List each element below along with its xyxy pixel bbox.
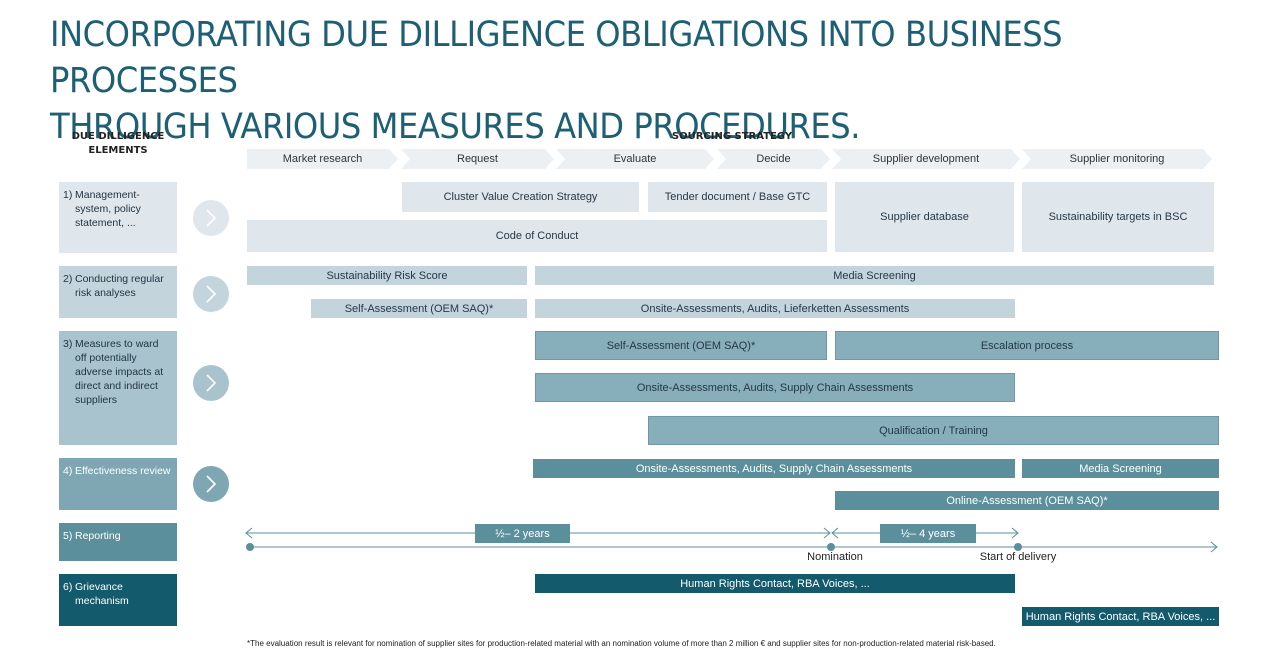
nomination-label: Nomination: [807, 551, 863, 563]
element-effectiveness-review: 4) Effectiveness review: [59, 458, 177, 510]
element-number: 2): [63, 273, 73, 285]
element-label: Measures to ward off potentially adverse…: [75, 338, 164, 406]
code-of-conduct-bar: Code of Conduct: [247, 220, 827, 252]
chevron-right-icon: [193, 200, 229, 236]
element-number: 6): [63, 581, 73, 593]
page-title: INCORPORATING DUE DILLIGENCE OBLIGATIONS…: [50, 12, 1154, 150]
phase-request: Request: [401, 149, 554, 169]
span-half-to-four-years: ½– 4 years: [880, 524, 976, 543]
element-label: Reporting: [75, 530, 121, 542]
escalation-process-bar: Escalation process: [835, 331, 1219, 360]
online-assessment-bar: Online-Assessment (OEM SAQ)*: [835, 491, 1219, 510]
tender-document-bar: Tender document / Base GTC: [648, 182, 827, 212]
sustainability-targets-bar: Sustainability targets in BSC: [1022, 182, 1214, 252]
chevron-right-icon: [193, 276, 229, 312]
sourcing-strategy-header: SOURCING STRATEGY: [671, 131, 793, 142]
onsite-assessments-bar: Onsite-Assessments, Audits, Supply Chain…: [533, 459, 1015, 478]
element-management-system: 1) Management- system, policy statement,…: [59, 182, 177, 253]
elements-header-line-2: ELEMENTS: [88, 145, 148, 156]
media-screening-bar: Media Screening: [535, 266, 1214, 285]
qualification-training-bar: Qualification / Training: [648, 416, 1219, 445]
self-assessment-bar: Self-Assessment (OEM SAQ)*: [311, 299, 527, 318]
elements-header: DUE DILLIGENCE ELEMENTS: [59, 130, 177, 158]
element-number: 3): [63, 338, 73, 350]
supplier-database-bar: Supplier database: [835, 182, 1014, 252]
element-label: Effectiveness review: [75, 465, 171, 477]
chevron-right-icon: [193, 365, 229, 401]
phase-supplier-development: Supplier development: [832, 149, 1020, 169]
element-reporting: 5) Reporting: [59, 523, 177, 561]
self-assessment-bar: Self-Assessment (OEM SAQ)*: [535, 331, 827, 360]
element-risk-analyses: 2) Conducting regular risk analyses: [59, 266, 177, 318]
phase-supplier-monitoring: Supplier monitoring: [1022, 149, 1212, 169]
human-rights-contact-bar: Human Rights Contact, RBA Voices, ...: [535, 574, 1015, 593]
element-grievance-mechanism: 6) Grievance mechanism: [59, 574, 177, 626]
human-rights-contact-bar: Human Rights Contact, RBA Voices, ...: [1022, 607, 1219, 626]
title-line-1: INCORPORATING DUE DILLIGENCE OBLIGATIONS…: [50, 15, 1063, 101]
phase-evaluate: Evaluate: [556, 149, 714, 169]
media-screening-bar: Media Screening: [1022, 459, 1219, 478]
onsite-assessments-bar: Onsite-Assessments, Audits, Lieferketten…: [535, 299, 1015, 318]
onsite-assessments-bar: Onsite-Assessments, Audits, Supply Chain…: [535, 373, 1015, 402]
span-half-to-two-years: ½– 2 years: [475, 524, 570, 543]
cluster-value-creation-bar: Cluster Value Creation Strategy: [402, 182, 639, 212]
start-of-delivery-label: Start of delivery: [979, 551, 1057, 563]
footnote: *The evaluation result is relevant for n…: [247, 639, 996, 648]
element-label: Grievance mechanism: [75, 581, 129, 607]
element-label: Management- system, policy statement, ..…: [75, 189, 141, 229]
element-measures: 3) Measures to ward off potentially adve…: [59, 331, 177, 445]
element-label: Conducting regular risk analyses: [75, 273, 164, 299]
element-number: 5): [63, 530, 73, 542]
element-number: 1): [63, 189, 73, 201]
sustainability-risk-score-bar: Sustainability Risk Score: [247, 266, 527, 285]
reporting-timeline: [245, 527, 1218, 553]
phase-market-research: Market research: [247, 149, 398, 169]
element-number: 4): [63, 465, 73, 477]
title-line-2: THROUGH VARIOUS MEASURES AND PROCEDURES.: [50, 107, 861, 147]
elements-header-line-1: DUE DILLIGENCE: [71, 131, 165, 142]
phase-decide: Decide: [717, 149, 830, 169]
chevron-right-icon: [193, 466, 229, 502]
